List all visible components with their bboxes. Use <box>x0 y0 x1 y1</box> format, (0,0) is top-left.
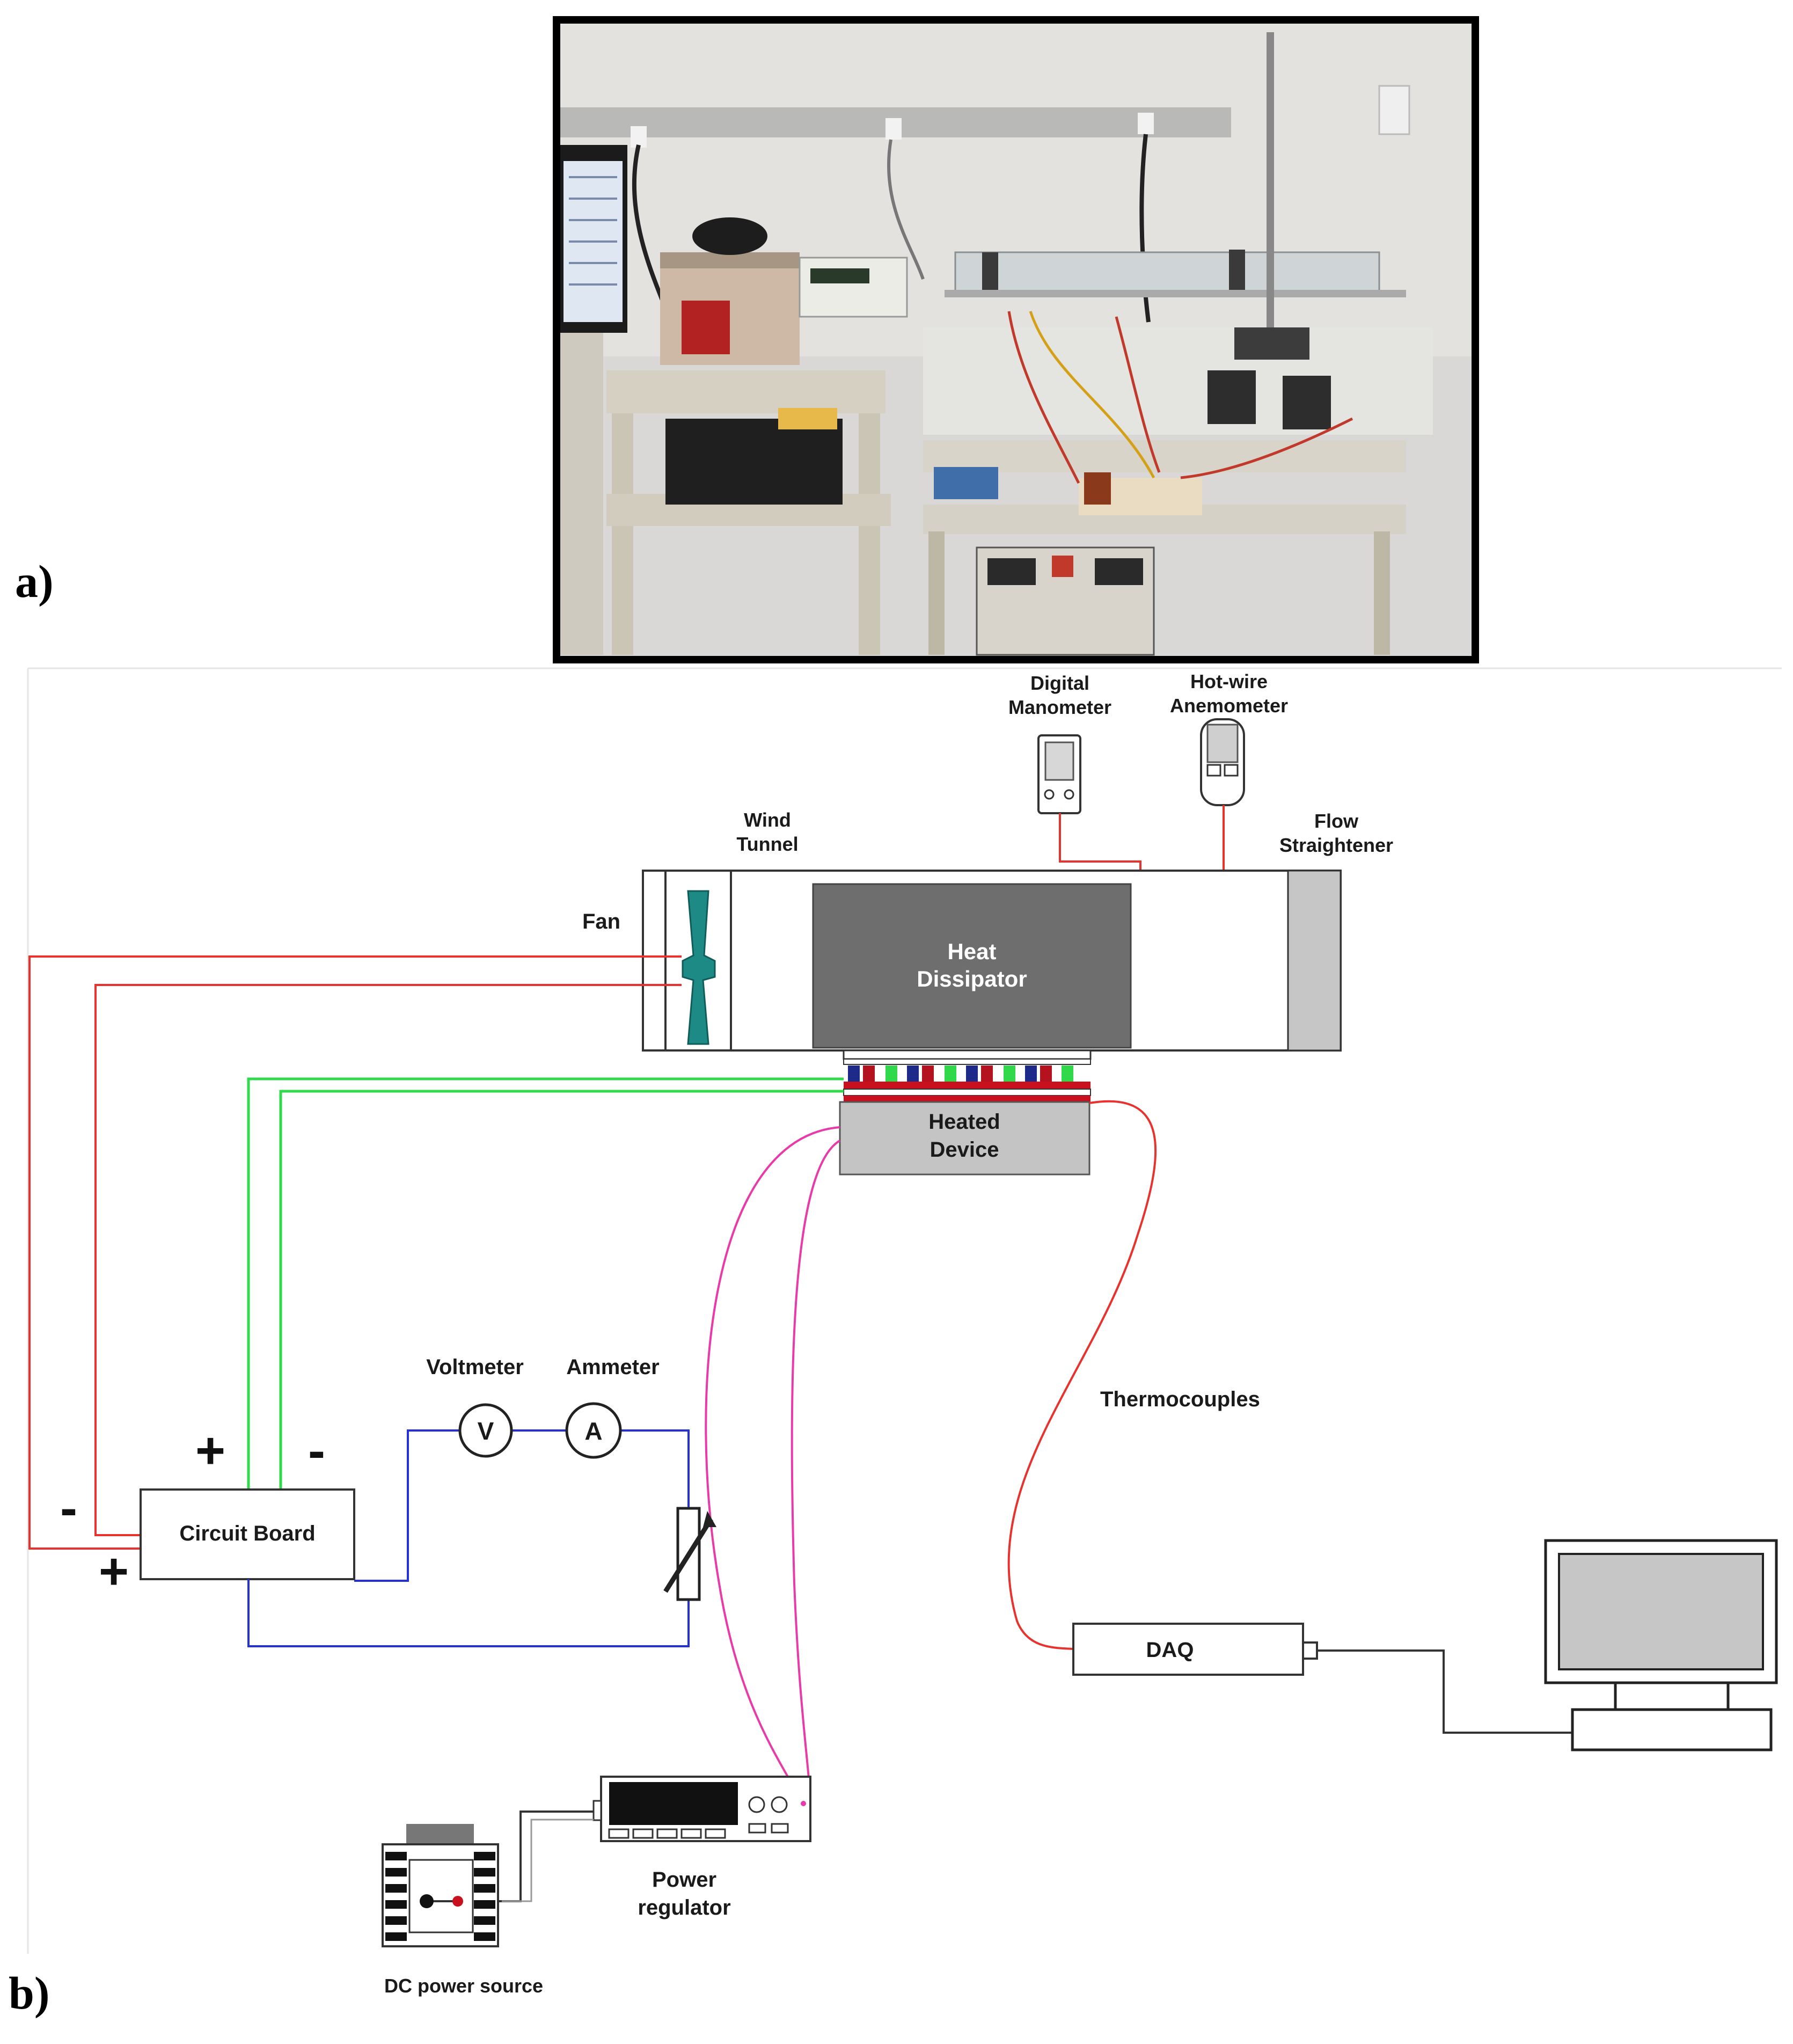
power-regulator-label-2: regulator <box>638 1896 730 1919</box>
heat-dissipator-label-1: Heat <box>947 939 996 964</box>
plus-sign-left: + <box>99 1543 129 1600</box>
flow-straightener-label-1: Flow <box>1314 810 1359 832</box>
minus-sign-left: - <box>60 1479 77 1537</box>
power-source-cable-1 <box>494 1811 594 1902</box>
power-regulator-label-1: Power <box>652 1868 716 1892</box>
plus-sign-top: + <box>195 1422 225 1479</box>
lab-setup-photo <box>553 16 1479 663</box>
fan-icon <box>682 890 716 1045</box>
panel-b-label: b) <box>9 1967 49 2019</box>
heated-device <box>839 1101 1091 1176</box>
thermoelectric-wire-1 <box>247 1077 844 1490</box>
heat-dissipator-label-2: Dissipator <box>917 966 1027 991</box>
digital-manometer-label-1: Digital <box>1030 672 1089 694</box>
wind-tunnel-label-1: Wind <box>744 809 791 831</box>
computer-icon <box>1544 1539 1778 1751</box>
voltmeter-icon: V <box>458 1403 513 1458</box>
variable-resistor-icon <box>663 1507 716 1601</box>
ammeter-symbol: A <box>584 1417 602 1445</box>
daq-label: DAQ <box>1146 1638 1194 1662</box>
minus-sign-top: - <box>308 1422 325 1479</box>
hot-wire-anemometer-label-1: Hot-wire <box>1190 670 1268 692</box>
flow-straightener <box>1287 870 1342 1052</box>
fan-wire-2 <box>94 984 682 1536</box>
panel-a-label: a) <box>15 556 54 607</box>
fan-wire-1 <box>28 955 682 1550</box>
thermocouple-wire <box>1007 1100 1157 1650</box>
circuit-wire-1 <box>354 1429 459 1582</box>
flow-straightener-label-2: Straightener <box>1279 834 1393 856</box>
circuit-board <box>140 1488 355 1580</box>
power-regulator-icon <box>592 1776 811 1842</box>
circuit-board-label: Circuit Board <box>179 1522 315 1545</box>
daq-box <box>1072 1623 1304 1676</box>
digital-manometer-label-2: Manometer <box>1008 696 1111 718</box>
voltmeter-label: Voltmeter <box>426 1355 524 1379</box>
voltmeter-symbol: V <box>478 1417 494 1445</box>
heated-device-label-2: Device <box>930 1138 999 1162</box>
heat-dissipator <box>812 883 1132 1049</box>
digital-manometer-icon <box>1037 734 1081 814</box>
power-wire-2 <box>791 1140 841 1809</box>
wind-tunnel-label-2: Tunnel <box>736 833 798 855</box>
circuit-wire-2 <box>247 1579 690 1647</box>
fan-label: Fan <box>582 910 620 933</box>
ammeter-label: Ammeter <box>566 1355 659 1379</box>
dc-power-source-label: DC power source <box>384 1975 543 1997</box>
daq-cable <box>1317 1649 1572 1734</box>
dc-power-source-icon <box>382 1824 499 1947</box>
heated-device-label-1: Heated <box>928 1110 1000 1134</box>
ammeter-icon: A <box>565 1402 622 1459</box>
thermoelectric-module <box>843 1049 1092 1102</box>
power-wire-1 <box>705 1126 840 1809</box>
thermocouples-label: Thermocouples <box>1100 1388 1260 1411</box>
hot-wire-anemometer-icon <box>1200 718 1245 806</box>
hot-wire-anemometer-label-2: Anemometer <box>1170 695 1288 717</box>
thermoelectric-wire-2 <box>279 1090 844 1490</box>
